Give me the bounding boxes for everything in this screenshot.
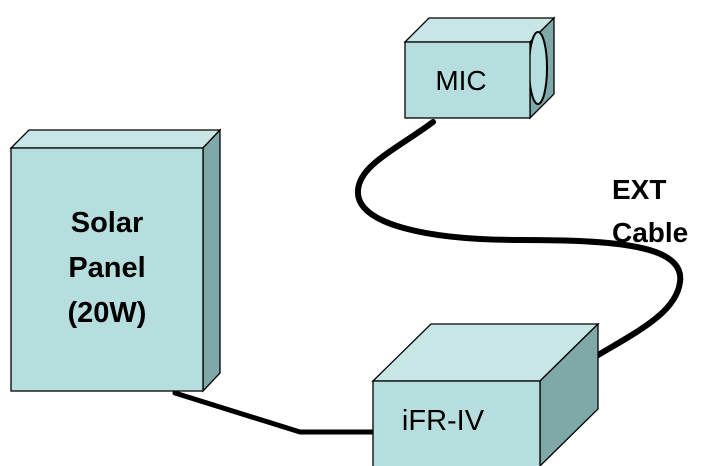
solar-panel-label-line1: Solar <box>71 207 144 239</box>
solar-panel-side <box>202 128 221 393</box>
mic-front <box>404 41 531 119</box>
solar-to-ifr-cable <box>172 390 377 435</box>
mic-box: MIC <box>403 16 556 120</box>
ifr-iv-box: iFR-IV <box>371 322 600 466</box>
ifr-iv-front <box>372 380 541 466</box>
solar-panel-label-line3: (20W) <box>68 297 147 329</box>
ext-cable-label-line2: Cable <box>612 217 688 248</box>
mic-to-ifr-cable <box>354 119 684 363</box>
mic-aperture <box>528 31 548 105</box>
solar-panel-front <box>10 147 204 392</box>
solar-panel-box: Solar Panel (20W) <box>9 128 222 393</box>
mic-top <box>403 17 556 43</box>
ifr-iv-label: iFR-IV <box>402 405 485 437</box>
solar-panel-label-line2: Panel <box>68 252 145 284</box>
ext-cable-label-line1: EXT <box>612 174 666 205</box>
solar-panel-top <box>9 129 222 149</box>
mic-label: MIC <box>435 65 486 96</box>
